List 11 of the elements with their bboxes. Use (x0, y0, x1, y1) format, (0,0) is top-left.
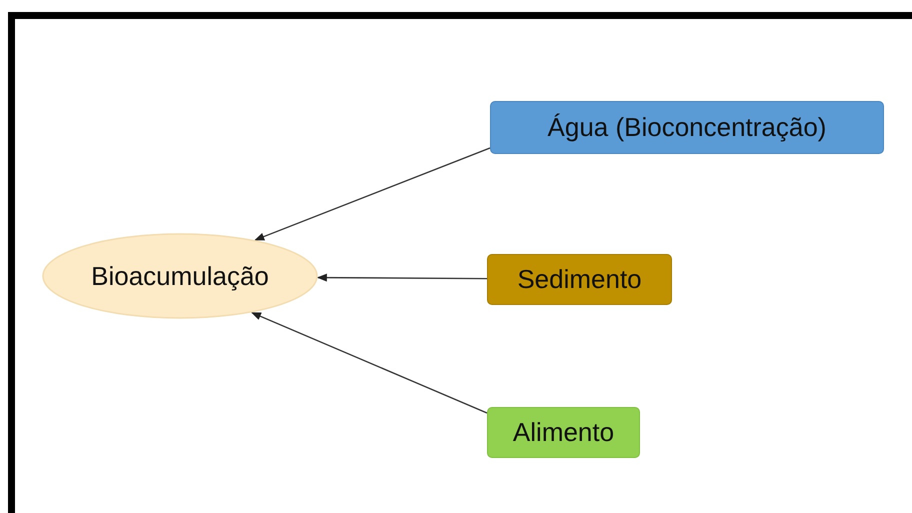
arrow (254, 147, 490, 241)
ellipse-node (42, 233, 318, 319)
arrow (316, 274, 487, 282)
process-box (487, 407, 640, 458)
node-label: Alimento (512, 417, 614, 448)
node-label: Sedimento (517, 264, 642, 295)
process-box (490, 101, 884, 154)
node-label: Água (Bioconcentração) (548, 112, 826, 143)
process-box (487, 254, 672, 305)
arrow (251, 312, 488, 414)
node-label: Bioacumulação (91, 260, 269, 292)
